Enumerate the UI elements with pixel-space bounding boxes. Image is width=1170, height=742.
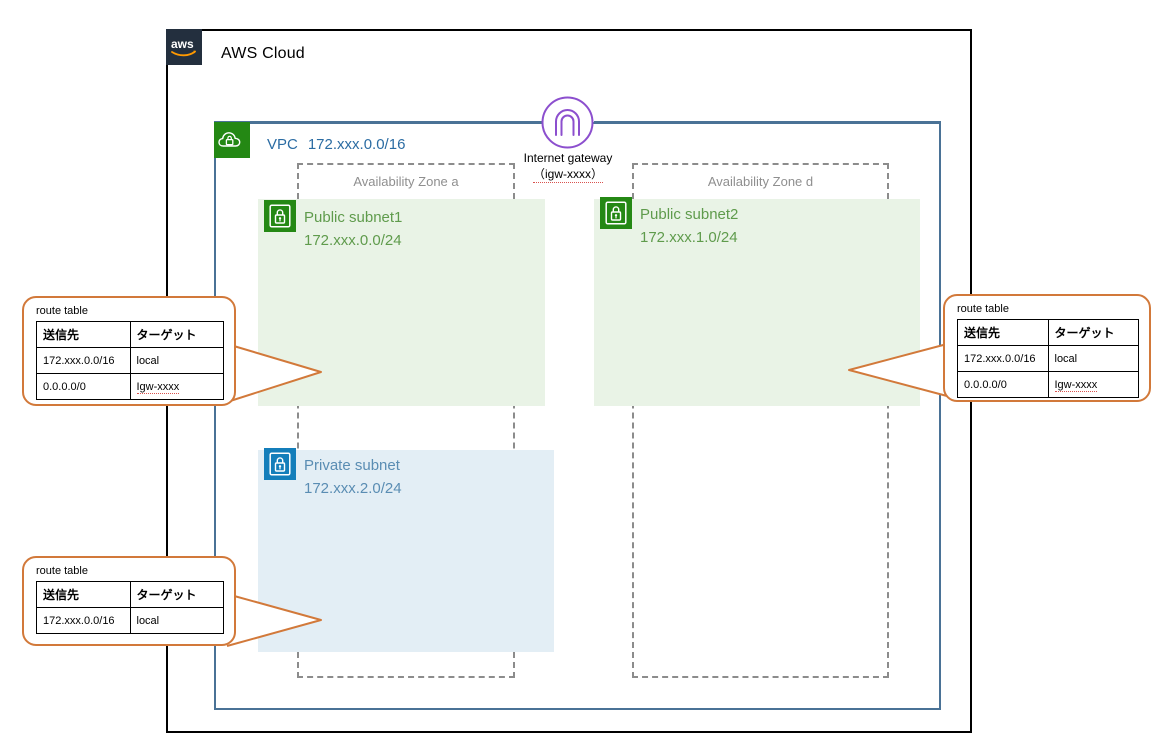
cell-destination: 0.0.0.0/0 [957,371,1049,398]
public-subnet1-cidr: 172.xxx.0.0/24 [304,232,402,249]
vpc-top-border-right [594,121,941,123]
cell-destination: 172.xxx.0.0/16 [36,607,131,634]
route-table-private-subnet: route table 送信先 ターゲット 172.xxx.0.0/16 loc… [22,556,236,646]
internet-gateway-icon [541,96,594,149]
public-subnet1-lock-icon [264,200,296,232]
availability-zone-a-label: Availability Zone a [353,174,459,189]
column-header-target: ターゲット [1047,319,1139,346]
vpc-cidr: 172.xxx.0.0/16 [307,136,406,153]
cell-target: Igw-xxxx [129,373,224,400]
table-row: 172.xxx.0.0/16 local [36,607,224,634]
column-header-destination: 送信先 [36,581,131,608]
vpc-name: VPC [267,136,298,153]
aws-cloud-label: AWS Cloud [221,45,305,62]
private-subnet-cidr: 172.xxx.2.0/24 [304,480,402,497]
public-subnet1-name: Public subnet1 [304,209,403,226]
column-header-target: ターゲット [129,581,224,608]
cell-destination: 172.xxx.0.0/16 [957,345,1049,372]
internet-gateway-id: （igw-xxxx） [532,167,603,183]
column-header-destination: 送信先 [36,321,131,348]
table-row: 0.0.0.0/0 Igw-xxxx [957,371,1139,398]
route-table-public-subnet2: route table 送信先 ターゲット 172.xxx.0.0/16 loc… [943,294,1151,402]
table-header-row: 送信先 ターゲット [957,319,1139,346]
column-header-destination: 送信先 [957,319,1049,346]
table-header-row: 送信先 ターゲット [36,581,224,608]
cell-target: local [129,347,224,374]
table-header-row: 送信先 ターゲット [36,321,224,348]
cell-destination: 0.0.0.0/0 [36,373,131,400]
route-table-private-subnet-table: 送信先 ターゲット 172.xxx.0.0/16 local [36,581,224,634]
private-subnet-lock-icon [264,448,296,480]
public-subnet2-label: Public subnet2 172.xxx.1.0/24 [640,203,738,249]
availability-zone-a-boundary [297,163,515,678]
svg-text:aws: aws [171,37,194,51]
route-table-public-subnet2-title: route table [957,303,1009,315]
aws-logo-icon: aws [166,29,202,65]
table-row: 172.xxx.0.0/16 local [36,347,224,374]
route-table-public-subnet1: route table 送信先 ターゲット 172.xxx.0.0/16 loc… [22,296,236,406]
vpc-label: VPC 172.xxx.0.0/16 [267,136,405,153]
private-subnet-name: Private subnet [304,457,400,474]
table-row: 172.xxx.0.0/16 local [957,345,1139,372]
public-subnet2-cidr: 172.xxx.1.0/24 [640,229,738,246]
vpc-cloud-lock-icon [214,122,250,158]
availability-zone-d-label: Availability Zone d [707,174,814,189]
public-subnet2-lock-icon [600,197,632,229]
cell-target: local [1047,345,1139,372]
public-subnet1-label: Public subnet1 172.xxx.0.0/24 [304,206,402,252]
cell-target: local [129,607,224,634]
route-table-public-subnet2-table: 送信先 ターゲット 172.xxx.0.0/16 local 0.0.0.0/0… [957,319,1139,398]
internet-gateway-caption: Internet gateway （igw-xxxx） [478,150,658,183]
private-subnet-label: Private subnet 172.xxx.2.0/24 [304,454,402,500]
route-table-private-subnet-title: route table [36,565,88,577]
availability-zone-d-boundary [632,163,889,678]
table-row: 0.0.0.0/0 Igw-xxxx [36,373,224,400]
cell-destination: 172.xxx.0.0/16 [36,347,131,374]
private-subnet-area [258,450,554,652]
vpc-top-border-left [214,121,544,123]
route-table-public-subnet1-title: route table [36,305,88,317]
cell-target: Igw-xxxx [1047,371,1139,398]
public-subnet2-name: Public subnet2 [640,206,739,223]
column-header-target: ターゲット [129,321,224,348]
route-table-public-subnet1-table: 送信先 ターゲット 172.xxx.0.0/16 local 0.0.0.0/0… [36,321,224,400]
internet-gateway-name: Internet gateway [523,151,613,165]
